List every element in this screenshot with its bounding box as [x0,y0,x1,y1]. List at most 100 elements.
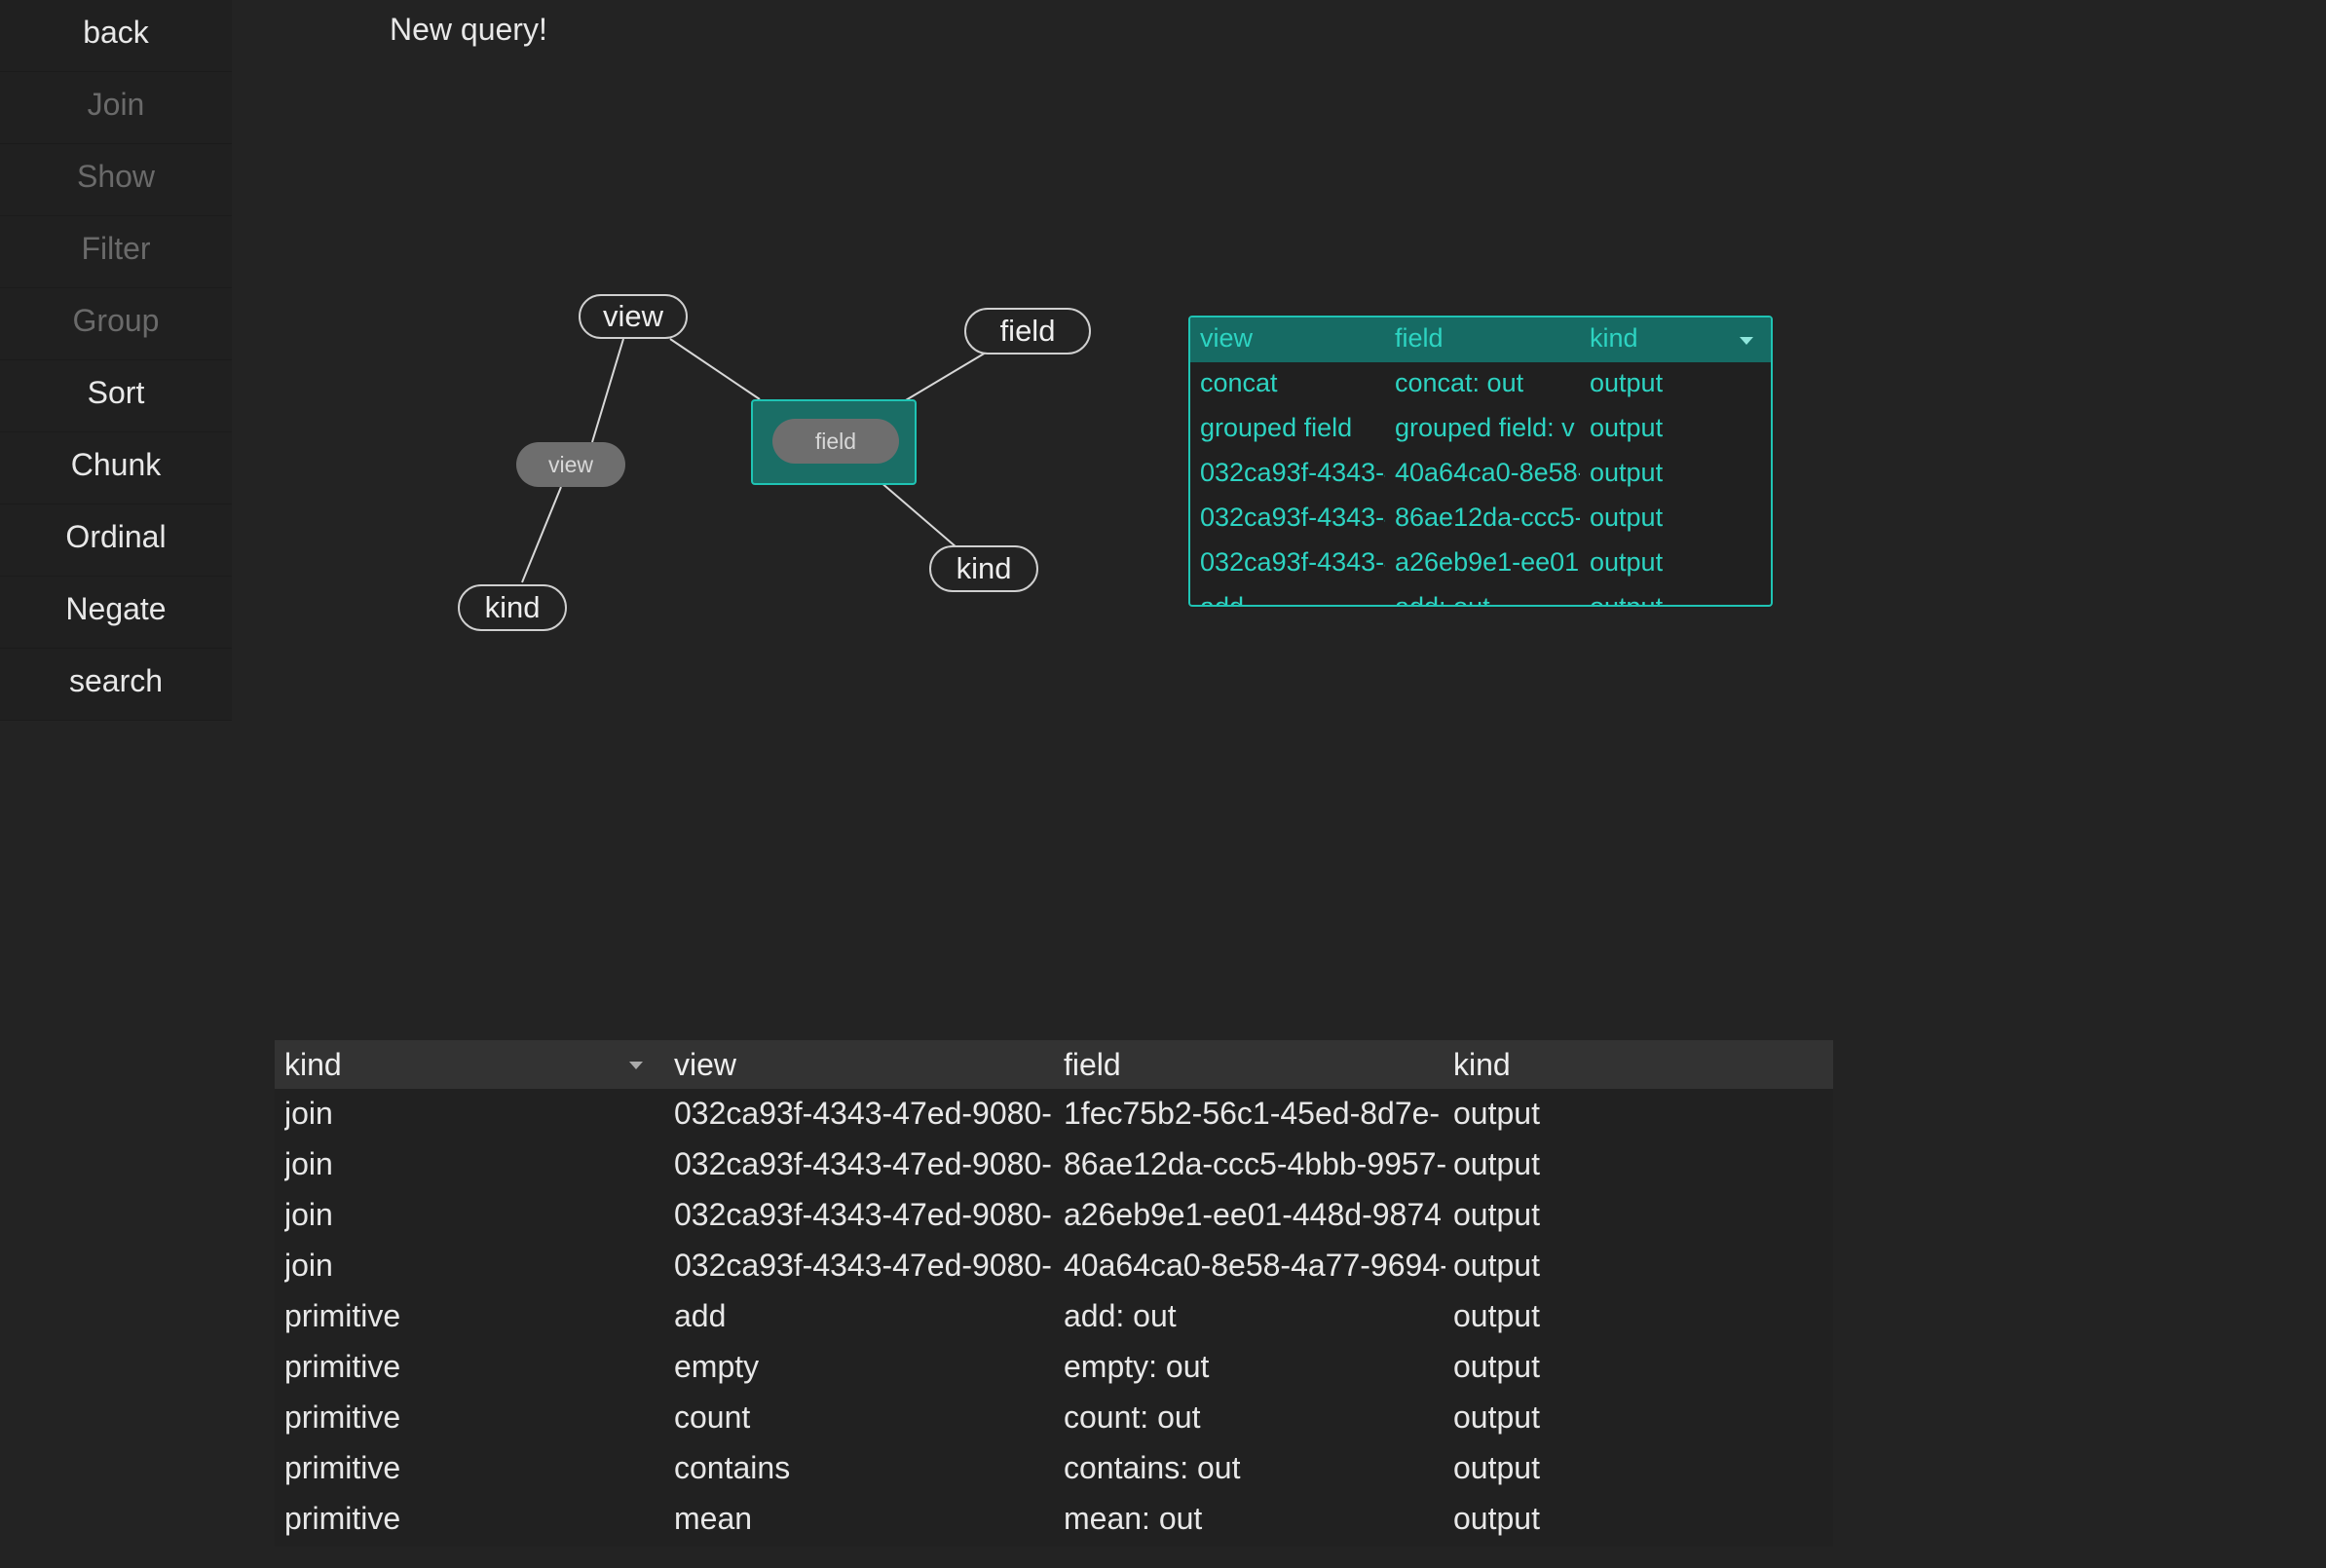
sidebar-item-show[interactable]: Show [0,144,232,216]
popup-cell: output [1590,413,1664,442]
popup-cell: 032ca93f-4343-47ed-9080- [1200,547,1385,577]
table-cell: output [1453,1146,1540,1181]
table-cell: contains: out [1064,1450,1241,1485]
table-cell: a26eb9e1-ee01-448d-9874 [1064,1197,1442,1232]
popup-cell: concat [1200,368,1278,397]
popup-cell: 032ca93f-4343-47ed-9080- [1200,503,1385,532]
table-cell: empty [674,1349,760,1384]
sort-chevron-down-icon[interactable] [629,1062,643,1069]
table-cell: output [1453,1248,1540,1283]
table-cell: mean: out [1064,1501,1203,1536]
popup-cell: add: out [1395,592,1490,607]
column-header-kind[interactable]: kind [1453,1047,1511,1082]
table-cell: primitive [284,1400,401,1435]
graph-node-view-grouped[interactable]: view [516,442,625,487]
query-title: New query! [390,12,547,47]
popup-cell: output [1590,503,1664,532]
sidebar-item-search[interactable]: search [0,649,232,721]
table-cell: output [1453,1400,1540,1435]
table-row[interactable]: primitive add add: out output [275,1291,1833,1342]
table-cell: contains [674,1450,791,1485]
table-cell: primitive [284,1349,401,1384]
table-cell: primitive [284,1450,401,1485]
graph-node-field-selected[interactable]: field [772,419,899,464]
column-header-kind[interactable]: kind [284,1047,342,1082]
table-row[interactable]: primitive count count: out output [275,1393,1833,1443]
results-table-body: join 032ca93f-4343-47ed-9080- 1fec75b2-56c… [275,1089,1833,1545]
query-graph-edges [521,338,987,583]
popup-cell: a26eb9e1-ee01-448d-9874 [1395,547,1580,577]
popup-column-header[interactable]: kind [1590,323,1638,353]
popup-row[interactable]: grouped field grouped field: v output [1190,407,1771,452]
table-cell: 032ca93f-4343-47ed-9080- [674,1248,1052,1283]
sidebar-item-filter[interactable]: Filter [0,216,232,288]
table-cell: output [1453,1197,1540,1232]
popup-row[interactable]: 032ca93f-4343-47ed-9080- a26eb9e1-ee01-44… [1190,541,1771,586]
sidebar-item-negate[interactable]: Negate [0,577,232,649]
table-cell: join [284,1146,333,1181]
popup-column-header[interactable]: field [1395,323,1444,353]
sidebar-item-group[interactable]: Group [0,288,232,360]
popup-cell: 86ae12da-ccc5-4bbb-9957- [1395,503,1580,532]
popup-cell: output [1590,547,1664,577]
graph-node-view[interactable]: view [579,294,688,339]
table-cell: add [674,1298,727,1333]
sidebar-item-chunk[interactable]: Chunk [0,432,232,504]
table-cell: 1fec75b2-56c1-45ed-8d7e- [1064,1096,1441,1131]
popup-cell: 40a64ca0-8e58-4a77-9694- [1395,458,1580,487]
table-cell: count [674,1400,751,1435]
column-header-view[interactable]: view [674,1047,737,1082]
table-cell: output [1453,1450,1540,1485]
table-cell: output [1453,1349,1540,1384]
table-cell: count: out [1064,1400,1201,1435]
sidebar-item-join[interactable]: Join [0,72,232,144]
popup-cell: output [1590,458,1664,487]
popup-cell: output [1590,592,1664,607]
chevron-down-icon[interactable] [1740,337,1753,345]
edge-view-top-to-field [669,338,761,400]
popup-row[interactable]: concat concat: out output [1190,362,1771,407]
popup-row[interactable]: 032ca93f-4343-47ed-9080- 86ae12da-ccc5-4b… [1190,497,1771,541]
table-cell: join [284,1197,333,1232]
table-cell: output [1453,1096,1540,1131]
graph-node-field-right[interactable]: field [964,308,1091,355]
column-header-field[interactable]: field [1064,1047,1121,1082]
popup-cell: grouped field: v [1395,413,1575,442]
popup-cell: output [1590,368,1664,397]
table-cell: 032ca93f-4343-47ed-9080- [674,1096,1052,1131]
table-cell: output [1453,1298,1540,1333]
graph-node-kind-right[interactable]: kind [929,545,1038,592]
popup-cell: grouped field [1200,413,1353,442]
sidebar-item-sort[interactable]: Sort [0,360,232,432]
popup-cell: concat: out [1395,368,1524,397]
popup-row[interactable]: 032ca93f-4343-47ed-9080- 40a64ca0-8e58-4a… [1190,452,1771,497]
sidebar-item-back[interactable]: back [0,0,232,72]
popup-column-header[interactable]: view [1200,323,1254,353]
table-row[interactable]: primitive contains contains: out output [275,1443,1833,1494]
popup-cell: 032ca93f-4343-47ed-9080- [1200,458,1385,487]
table-cell: 86ae12da-ccc5-4bbb-9957- [1064,1146,1445,1181]
graph-node-field-selected-frame[interactable]: field [751,399,917,485]
popup-row[interactable]: add add: out output [1190,586,1771,607]
results-table-header: kind view field kind [275,1040,1833,1089]
table-cell: add: out [1064,1298,1177,1333]
edge-view-top-to-view-filled [591,338,624,443]
graph-node-kind-left[interactable]: kind [458,584,567,631]
sidebar-item-ordinal[interactable]: Ordinal [0,504,232,577]
popup-header: view field kind [1190,317,1771,362]
popup-cell: add [1200,592,1245,607]
table-cell: primitive [284,1298,401,1333]
table-cell: output [1453,1501,1540,1536]
edge-view-filled-to-kind-left [521,486,562,583]
table-cell: join [284,1248,333,1283]
